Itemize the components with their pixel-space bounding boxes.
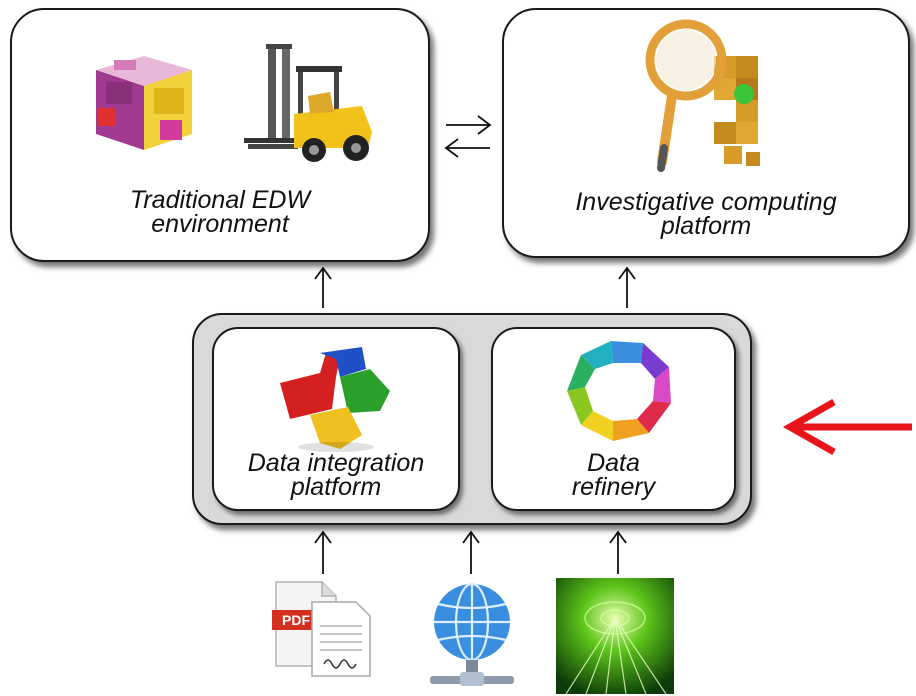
globe-network-icon (430, 582, 514, 686)
edw-label-line2: environment (151, 210, 289, 238)
integration-label-line1: Data integration (247, 449, 425, 477)
investigative-platform-box: Investigative computing platform (502, 8, 910, 258)
integration-label-line2: platform (290, 473, 382, 501)
data-integration-label: Data integration platform (214, 449, 458, 501)
investigative-label-line2: platform (660, 212, 752, 240)
magnifier-cubes-icon (645, 19, 760, 172)
edw-environment-box: Traditional EDW environment (10, 8, 430, 262)
edw-environment-label: Traditional EDW environment (12, 186, 428, 238)
data-refinery-label: Data refinery (493, 449, 734, 501)
refinery-label-line2: refinery (571, 473, 656, 501)
forklift-icon (244, 44, 372, 162)
pdf-badge-text: PDF (282, 612, 310, 628)
data-integration-box: Data integration platform (212, 327, 460, 511)
circular-arrows-icon (567, 341, 671, 441)
refinery-label-line1: Data (587, 449, 640, 477)
investigative-label-line1: Investigative computing (575, 188, 837, 216)
edw-label-line1: Traditional EDW (129, 186, 311, 214)
data-refinery-box: Data refinery (491, 327, 736, 511)
pdf-document-icon: PDF (272, 581, 371, 677)
puzzle-pieces-icon (280, 347, 390, 452)
puzzle-cube-icon (96, 56, 192, 150)
investigative-platform-label: Investigative computing platform (504, 188, 908, 240)
binary-data-icon (556, 578, 674, 694)
